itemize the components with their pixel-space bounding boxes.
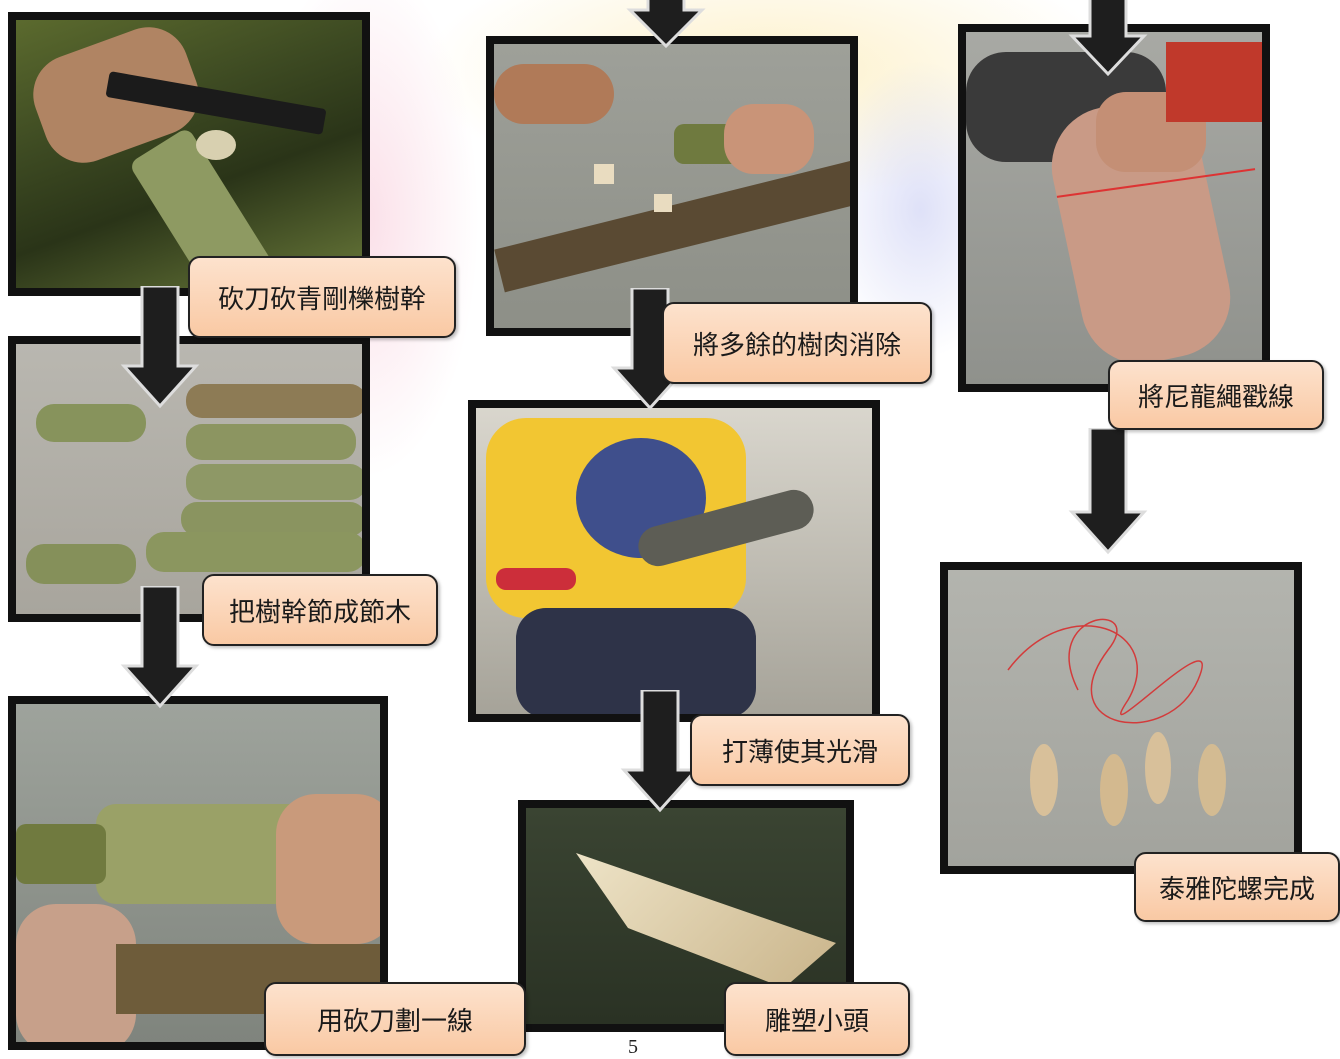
step-label-finished: 泰雅陀螺完成 xyxy=(1134,852,1340,922)
arrow-down-icon xyxy=(1068,0,1148,80)
arrow-down-icon xyxy=(1068,428,1148,556)
arrow-down-icon xyxy=(120,586,200,710)
step-label-mark-line: 用砍刀劃一線 xyxy=(264,982,526,1056)
step-label-thread-rope: 將尼龍繩戳線 xyxy=(1108,360,1324,430)
finished-tops-photo xyxy=(940,562,1302,874)
step-label-cut-trunk: 砍刀砍青剛櫟樹幹 xyxy=(188,256,456,338)
step-label-segment-logs: 把樹幹節成節木 xyxy=(202,574,438,646)
arrow-down-icon xyxy=(626,0,706,50)
cutting-trunk-photo xyxy=(8,12,370,296)
step-label-thin-smooth: 打薄使其光滑 xyxy=(690,714,910,786)
thinning-photo xyxy=(468,400,880,722)
page-number: 5 xyxy=(628,1036,638,1059)
arrow-down-icon xyxy=(620,690,700,814)
step-label-carve-tip: 雕塑小頭 xyxy=(724,982,910,1056)
step-label-remove-wood: 將多餘的樹肉消除 xyxy=(662,302,932,384)
